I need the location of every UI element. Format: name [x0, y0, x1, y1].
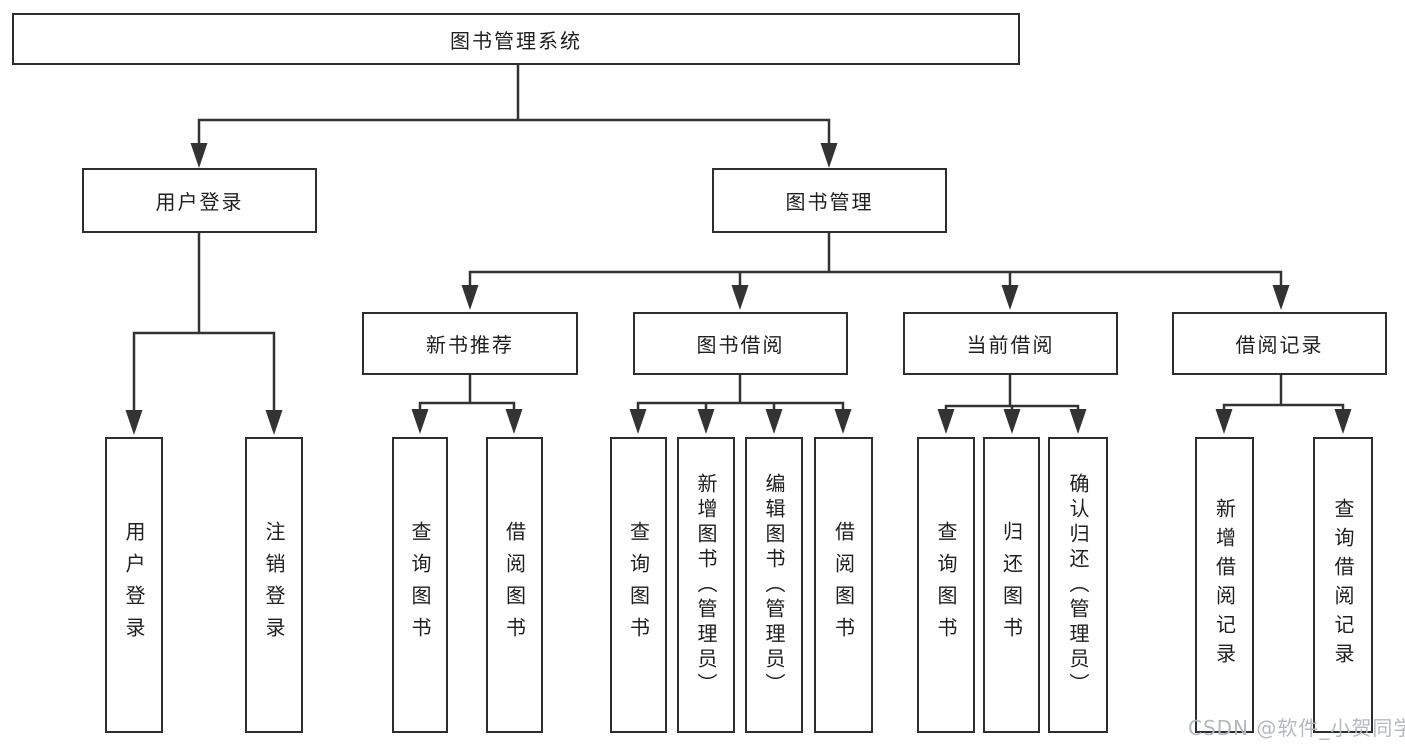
- leaf-borrow-books: 借阅图书: [814, 437, 873, 733]
- leaf-query-books-recommend: 查询图书: [392, 437, 448, 733]
- node-borrow-records: 借阅记录: [1172, 312, 1387, 375]
- node-book-borrowing: 图书借阅: [633, 312, 848, 375]
- leaf-return-books: 归还图书: [983, 437, 1040, 733]
- leaf-confirm-return-admin: 确认归还（管理员）: [1048, 437, 1108, 733]
- leaf-add-borrow-record: 新增借阅记录: [1195, 437, 1254, 733]
- node-current-borrowing: 当前借阅: [903, 312, 1118, 375]
- leaf-logout: 注销登录: [245, 437, 303, 733]
- node-root-system: 图书管理系统: [12, 13, 1020, 65]
- leaf-add-books-admin: 新增图书（管理员）: [677, 437, 735, 733]
- csdn-watermark: CSDN @软件_小贺同学: [1188, 716, 1405, 740]
- node-book-management: 图书管理: [712, 168, 947, 233]
- leaf-borrow-books-recommend: 借阅图书: [486, 437, 543, 733]
- leaf-query-borrow-record: 查询借阅记录: [1313, 437, 1373, 733]
- leaf-query-books-current: 查询图书: [917, 437, 975, 733]
- node-new-book-recommend: 新书推荐: [362, 312, 578, 375]
- leaf-edit-books-admin: 编辑图书（管理员）: [745, 437, 803, 733]
- node-user-login: 用户登录: [82, 168, 317, 233]
- leaf-query-books-borrowing: 查询图书: [610, 437, 667, 733]
- arrowheads: [125, 143, 1352, 435]
- leaf-user-login: 用户登录: [105, 437, 163, 733]
